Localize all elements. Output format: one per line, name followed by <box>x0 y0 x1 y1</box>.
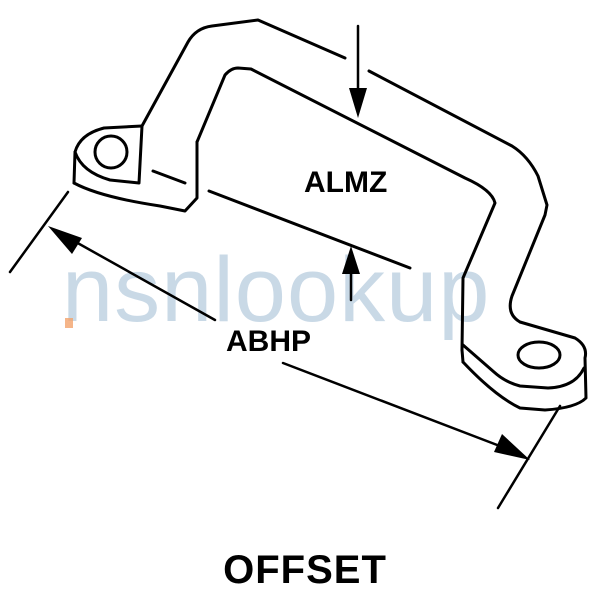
dimension-label-almz: ALMZ <box>304 166 388 199</box>
watermark-accent <box>65 318 73 328</box>
arrow-right-icon <box>494 434 530 460</box>
arrow-up-icon <box>342 246 360 274</box>
almz-dimension <box>342 24 367 302</box>
dimension-label-abhp: ABHP <box>226 325 312 358</box>
arrow-left-icon <box>48 226 82 254</box>
arrow-down-icon <box>349 88 367 118</box>
abhp-dimension <box>8 190 562 510</box>
diagram-caption: OFFSET <box>223 548 387 592</box>
handle-outline <box>72 18 588 412</box>
